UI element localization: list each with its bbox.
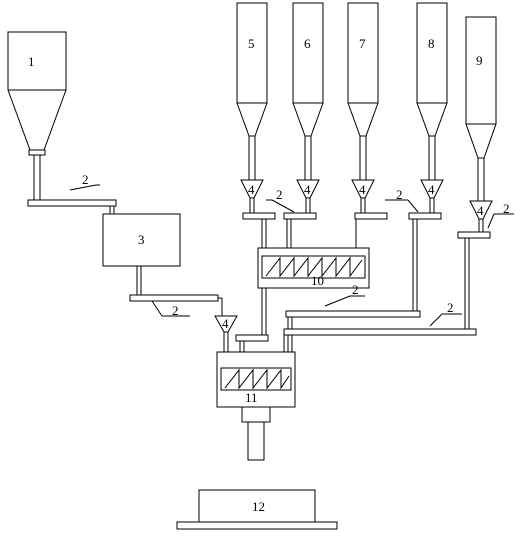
feeder-5-label: 4 bbox=[248, 182, 255, 197]
feeder-7-label: 4 bbox=[359, 182, 366, 197]
feeder-8-label: 4 bbox=[428, 182, 435, 197]
mixer-11: 11 bbox=[216, 351, 296, 461]
silo-9: 9 bbox=[465, 16, 497, 201]
bin-3-label: 3 bbox=[138, 232, 145, 247]
platform-12-label: 12 bbox=[252, 499, 265, 514]
conveyor-a-label: 2 bbox=[82, 172, 89, 187]
feeder-label: 4 bbox=[222, 316, 229, 331]
silo-5-label: 5 bbox=[248, 36, 255, 51]
feeder-6: 4 bbox=[296, 179, 320, 213]
conveyor-h bbox=[235, 334, 285, 352]
silo-7: 7 bbox=[347, 2, 379, 180]
silo-6: 6 bbox=[292, 2, 324, 180]
silo-8: 8 bbox=[416, 2, 448, 180]
silo-6-label: 6 bbox=[304, 36, 311, 51]
silo-7-label: 7 bbox=[359, 36, 366, 51]
silo-9-label: 9 bbox=[476, 53, 483, 68]
conveyor-b-label: 2 bbox=[172, 303, 179, 318]
feeder-6-label: 4 bbox=[304, 182, 311, 197]
conveyor-f-label: 2 bbox=[503, 201, 510, 216]
mixer-10-label: 10 bbox=[311, 273, 324, 288]
silo-8-label: 8 bbox=[428, 36, 435, 51]
conveyor-c-label: 2 bbox=[276, 187, 283, 202]
feeder-7: 4 bbox=[351, 179, 375, 213]
silo-1: 1 bbox=[7, 31, 67, 200]
conveyor-d-label: 2 bbox=[396, 187, 403, 202]
mixer-10: 10 bbox=[257, 247, 370, 335]
conveyor-f: 2 bbox=[457, 201, 514, 329]
silo-5: 5 bbox=[236, 2, 268, 180]
conveyor-e: 2 bbox=[285, 282, 421, 352]
bin-3: 3 bbox=[102, 213, 181, 295]
feeder-mixer11: 4 bbox=[214, 315, 238, 352]
feeder-9-label: 4 bbox=[477, 203, 484, 218]
conveyor-g-label: 2 bbox=[447, 300, 454, 315]
feeder-5: 4 bbox=[240, 179, 264, 213]
silo-1-label: 1 bbox=[28, 54, 35, 69]
conveyor-g: 2 bbox=[283, 300, 477, 336]
platform-12: 12 bbox=[176, 489, 338, 530]
conveyor-c: 2 bbox=[242, 187, 317, 248]
mixer-11-label: 11 bbox=[245, 390, 258, 405]
feeder-8: 4 bbox=[420, 179, 444, 213]
conveyor-b: 2 bbox=[129, 294, 223, 318]
feeder-9: 4 bbox=[469, 200, 493, 232]
conveyor-d: 2 bbox=[354, 187, 442, 311]
conveyor-a: 2 bbox=[27, 172, 117, 214]
conveyor-e-label: 2 bbox=[352, 282, 359, 297]
